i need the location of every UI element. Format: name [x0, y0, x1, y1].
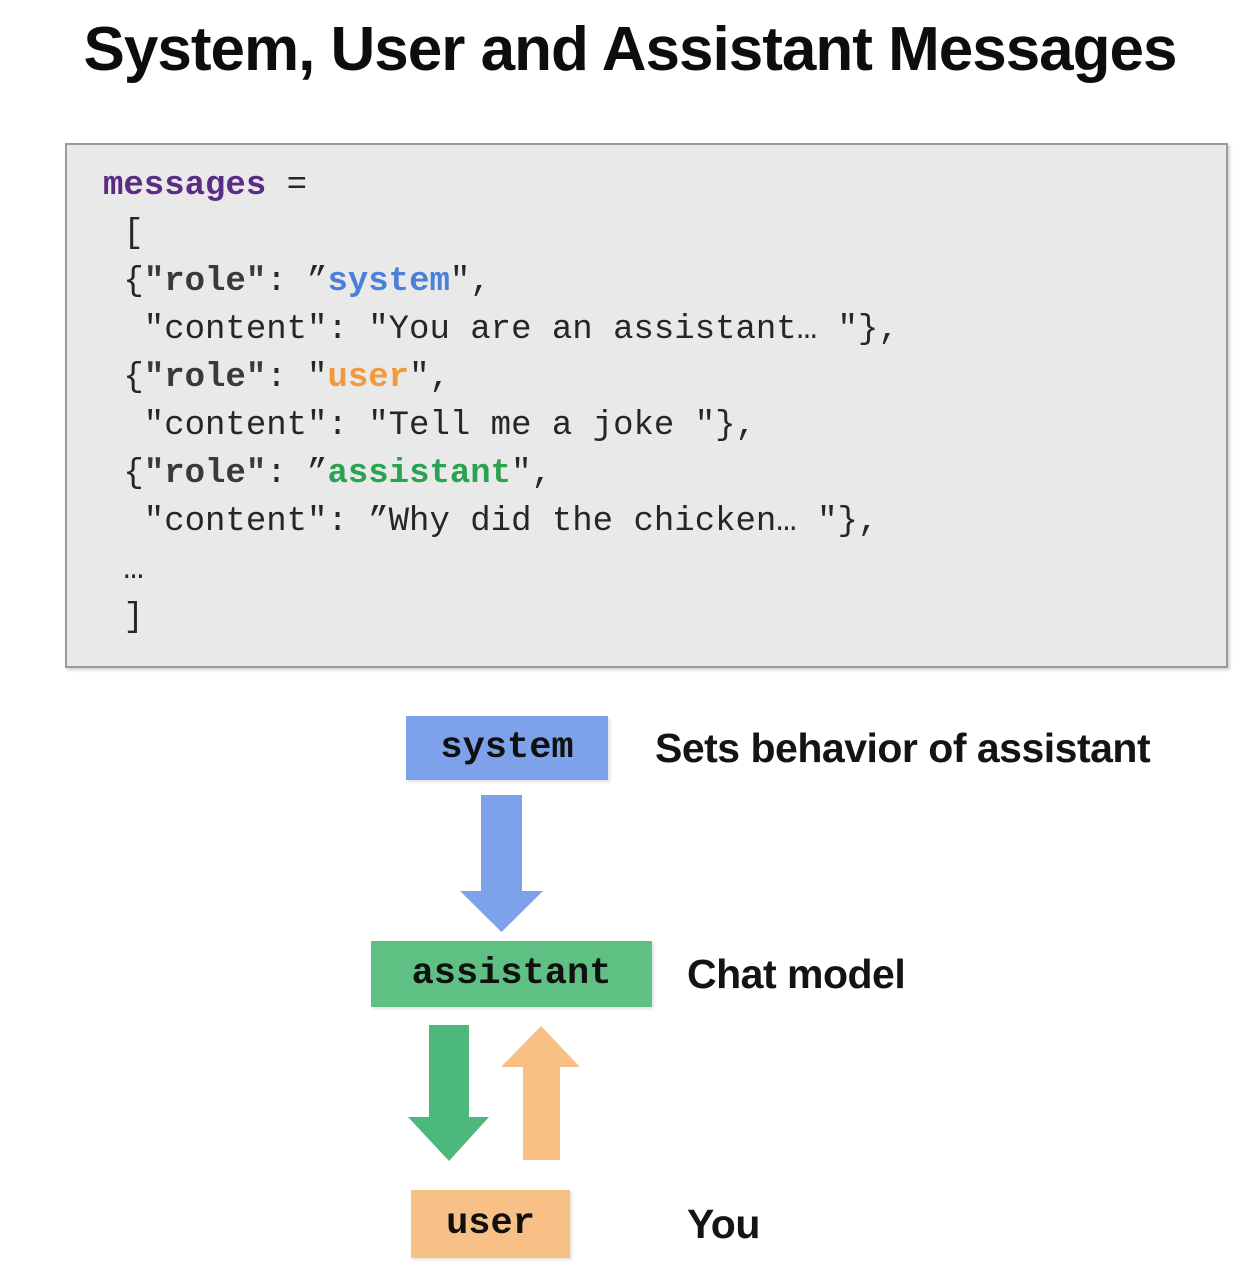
code-block: messages = [ {"role": ”system", "content… [65, 143, 1228, 668]
code-line: {"role": ”system", [103, 263, 491, 301]
page-title: System, User and Assistant Messages [83, 15, 1178, 84]
code-line: … [103, 551, 144, 589]
green-down-arrow-icon [408, 1025, 489, 1161]
system-node-description: Sets behavior of assistant [655, 724, 1151, 771]
code-line: ] [103, 599, 144, 637]
system-node: system [406, 716, 608, 780]
code-line: "content": "You are an assistant… "}, [103, 311, 899, 349]
code-line: messages = [103, 167, 308, 205]
code-line: {"role": ”assistant", [103, 455, 552, 493]
system-node-label: system [440, 727, 574, 769]
assistant-node-description: Chat model [687, 950, 906, 997]
code-line: "content": "Tell me a joke "}, [103, 407, 756, 445]
blue-down-arrow-icon [460, 795, 543, 932]
orange-up-arrow-icon [501, 1026, 580, 1160]
assistant-node-label: assistant [411, 953, 612, 995]
assistant-node: assistant [371, 941, 652, 1007]
code-line: {"role": "user", [103, 359, 450, 397]
user-node: user [411, 1190, 570, 1258]
code-line: [ [103, 215, 144, 253]
code-line: "content": ”Why did the chicken… "}, [103, 503, 879, 541]
user-node-label: user [446, 1203, 535, 1245]
user-node-description: You [687, 1200, 760, 1247]
